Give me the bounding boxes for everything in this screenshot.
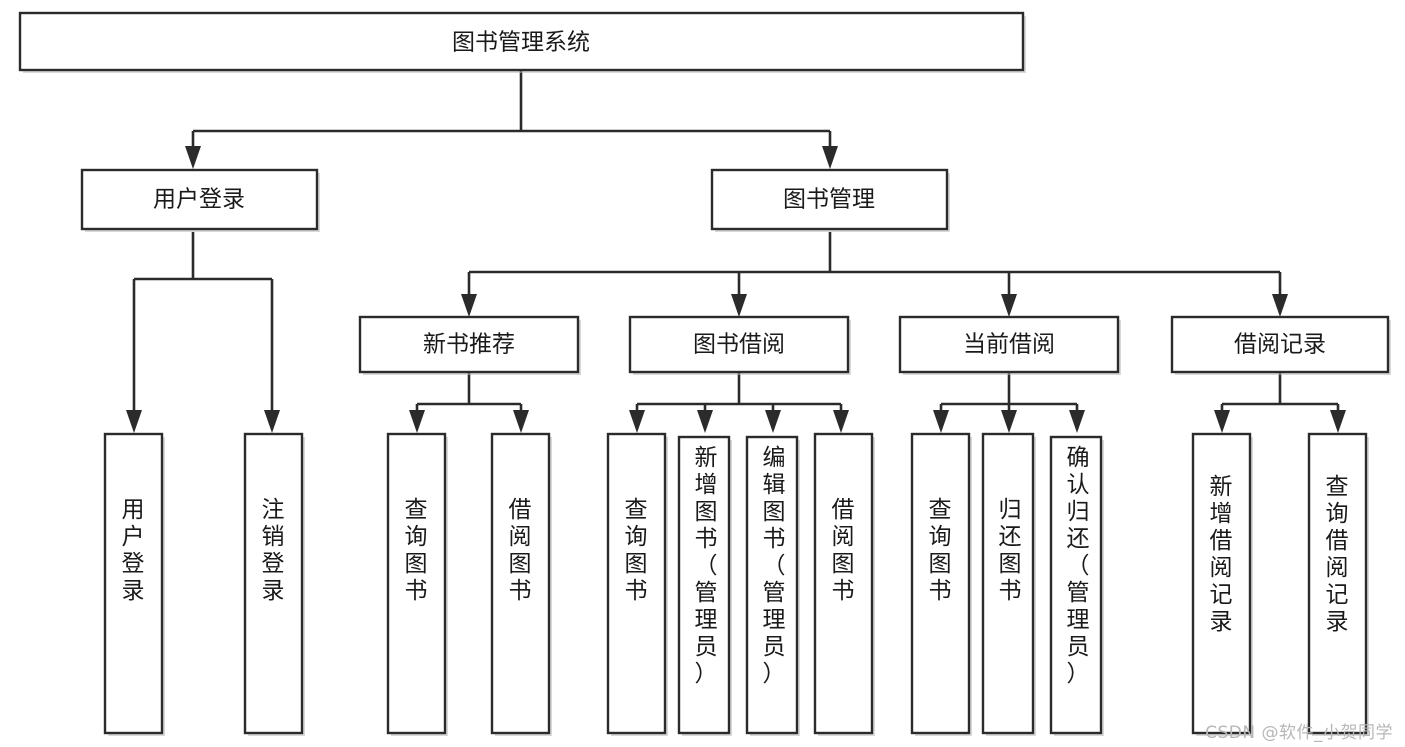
node-leaf-logout-login[interactable]: 注销登录	[243, 432, 305, 736]
node-leaf-confirm-return[interactable]: 确认归还（管理员）	[1049, 435, 1104, 736]
arrowhead-current-borrow	[1001, 294, 1017, 317]
leaf-borrow-book-2-label: 借阅图书	[832, 497, 855, 604]
arrowhead-leaf-edit-book	[765, 410, 781, 433]
book-manage-label: 图书管理	[783, 187, 875, 213]
arrowhead-leaf-query-book-3	[933, 410, 949, 433]
leaf-add-book-label: 新增图书（管理员）	[695, 445, 718, 687]
node-leaf-add-book[interactable]: 新增图书（管理员）	[677, 435, 732, 736]
leaf-query-book-3-label: 查询图书	[929, 497, 952, 604]
user-login-box[interactable]	[80, 168, 319, 231]
leaf-edit-book-box[interactable]	[745, 435, 799, 735]
node-book-borrow[interactable]: 图书借阅	[628, 315, 851, 375]
current-borrow-box[interactable]	[898, 315, 1120, 374]
book-borrow-box[interactable]	[628, 315, 850, 374]
leaf-logout-login-box[interactable]	[243, 432, 304, 735]
node-leaf-query-book-3[interactable]: 查询图书	[910, 432, 972, 736]
leaf-borrow-book-1-box[interactable]	[490, 432, 551, 735]
arrowhead-new-book-rec	[461, 294, 477, 317]
node-current-borrow[interactable]: 当前借阅	[898, 315, 1121, 375]
arrowhead-book-manage	[822, 146, 838, 169]
leaf-user-login-label: 用户登录	[122, 497, 145, 604]
arrowhead-leaf-user-login	[126, 410, 142, 433]
node-leaf-query-book-1[interactable]: 查询图书	[386, 432, 448, 736]
leaf-query-book-1-label: 查询图书	[405, 497, 428, 604]
leaf-query-book-3-box[interactable]	[910, 432, 971, 735]
arrowhead-leaf-confirm-return	[1069, 410, 1085, 433]
book-manage-box[interactable]	[710, 168, 949, 231]
csdn-watermark: CSDN @软件_小贺同学	[1205, 723, 1393, 743]
node-leaf-add-record[interactable]: 新增借阅记录	[1191, 432, 1253, 736]
leaf-query-book-2-box[interactable]	[606, 432, 667, 735]
node-leaf-borrow-book-2[interactable]: 借阅图书	[813, 432, 875, 736]
node-root[interactable]: 图书管理系统	[18, 11, 1026, 73]
arrowhead-user-login	[185, 146, 201, 169]
arrowhead-leaf-logout-login	[264, 410, 280, 433]
arrowhead-leaf-query-book-2	[629, 410, 645, 433]
node-borrow-record[interactable]: 借阅记录	[1170, 315, 1391, 375]
leaf-borrow-book-1-label: 借阅图书	[509, 497, 532, 604]
leaf-return-book-label: 归还图书	[999, 497, 1022, 604]
node-leaf-query-record[interactable]: 查询借阅记录	[1307, 432, 1369, 736]
leaf-add-book-box[interactable]	[677, 435, 731, 735]
leaf-edit-book-label: 编辑图书（管理员）	[763, 445, 786, 687]
leaf-logout-login-label: 注销登录	[262, 497, 285, 604]
arrowhead-leaf-borrow-book-2	[833, 410, 849, 433]
leaf-user-login-box[interactable]	[103, 432, 164, 735]
leaf-return-book-box[interactable]	[981, 432, 1035, 735]
node-book-manage[interactable]: 图书管理	[710, 168, 950, 232]
leaf-add-record-label: 新增借阅记录	[1210, 474, 1233, 635]
arrowhead-leaf-borrow-book-1	[513, 410, 529, 433]
arrowhead-borrow-record	[1272, 294, 1288, 317]
arrowhead-leaf-add-record	[1214, 410, 1230, 433]
leaf-add-record-box[interactable]	[1191, 432, 1252, 735]
leaf-confirm-return-label: 确认归还（管理员）	[1067, 445, 1090, 687]
new-book-rec-label: 新书推荐	[423, 332, 515, 358]
node-leaf-borrow-book-1[interactable]: 借阅图书	[490, 432, 552, 736]
leaf-query-book-2-label: 查询图书	[625, 497, 648, 604]
root-box[interactable]	[18, 11, 1025, 72]
leaf-query-record-label: 查询借阅记录	[1326, 474, 1349, 635]
leaf-query-book-1-box[interactable]	[386, 432, 447, 735]
node-leaf-return-book[interactable]: 归还图书	[981, 432, 1036, 736]
borrow-record-box[interactable]	[1170, 315, 1390, 374]
node-leaf-query-book-2[interactable]: 查询图书	[606, 432, 668, 736]
current-borrow-label: 当前借阅	[963, 332, 1055, 358]
book-borrow-label: 图书借阅	[693, 332, 785, 358]
root-label: 图书管理系统	[452, 30, 590, 56]
arrowhead-leaf-query-book-1	[409, 410, 425, 433]
borrow-record-label: 借阅记录	[1234, 332, 1326, 358]
new-book-rec-box[interactable]	[358, 315, 580, 374]
arrowhead-leaf-query-record	[1330, 410, 1346, 433]
user-login-label: 用户登录	[153, 187, 245, 213]
leaf-query-record-box[interactable]	[1307, 432, 1368, 735]
arrowhead-leaf-return-book	[1001, 410, 1017, 433]
node-leaf-user-login[interactable]: 用户登录	[103, 432, 165, 736]
leaf-confirm-return-box[interactable]	[1049, 435, 1103, 735]
leaf-borrow-book-2-box[interactable]	[813, 432, 874, 735]
edge-layer	[126, 70, 1346, 433]
node-new-book-rec[interactable]: 新书推荐	[358, 315, 581, 375]
node-user-login[interactable]: 用户登录	[80, 168, 320, 232]
arrowhead-book-borrow	[731, 294, 747, 317]
arrowhead-leaf-add-book	[697, 410, 713, 433]
node-leaf-edit-book[interactable]: 编辑图书（管理员）	[745, 435, 800, 736]
